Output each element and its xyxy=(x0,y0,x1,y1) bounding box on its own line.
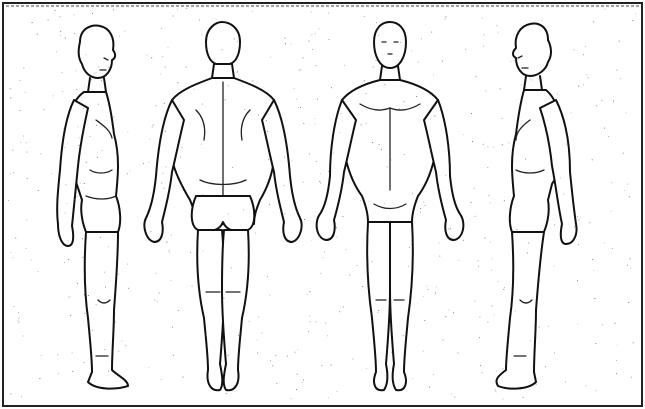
body-diagram xyxy=(0,0,645,409)
body-diagram-svg xyxy=(0,0,645,409)
